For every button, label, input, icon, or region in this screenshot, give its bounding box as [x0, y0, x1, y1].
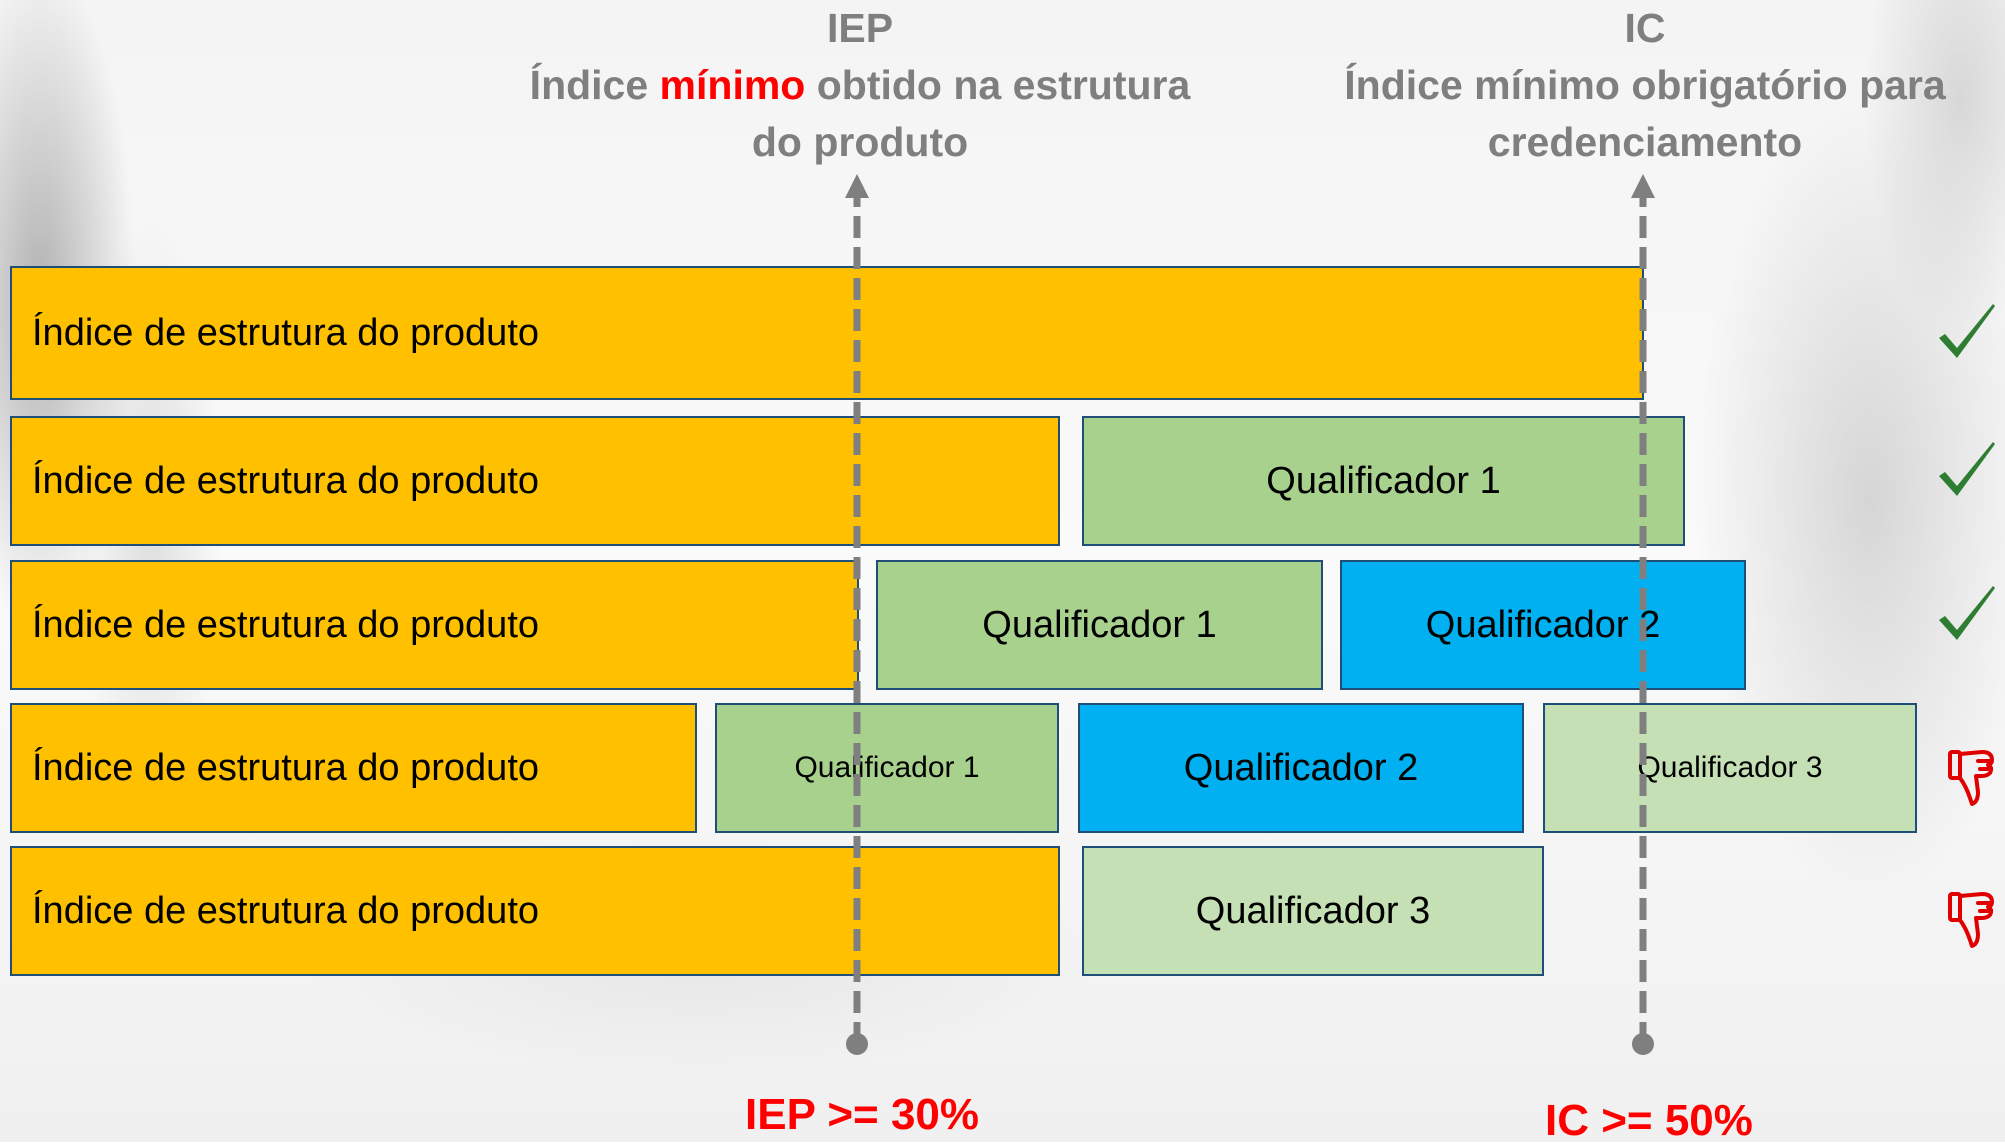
qualifier-2-box: Qualificador 2 [1078, 703, 1524, 833]
qualifier-1-box: Qualificador 1 [876, 560, 1323, 690]
ic-description-line2: credenciamento [1487, 119, 1803, 165]
iep-header: IEP Índice mínimo obtido na estrutura do… [520, 0, 1200, 171]
iep-title: IEP [826, 5, 894, 51]
qualifier-3-box: Qualificador 3 [1543, 703, 1917, 833]
ic-title: IC [1624, 5, 1666, 51]
check-icon [1939, 304, 1995, 358]
thumbs-down-icon [1948, 750, 1994, 806]
base-index-box: Índice de estrutura do produto [10, 846, 1060, 976]
thumbs-down-icon [1948, 892, 1994, 948]
iep-description: Índice mínimo obtido na estrutura [520, 57, 1200, 114]
iep-threshold-label: IEP >= 30% [745, 1090, 980, 1139]
iep-desc-highlight: mínimo [659, 62, 806, 108]
base-index-box: Índice de estrutura do produto [10, 266, 1644, 400]
ic-threshold-label: IC >= 50% [1545, 1096, 1753, 1145]
ic-description-line1: Índice mínimo obrigatório para [1344, 62, 1946, 108]
base-index-box: Índice de estrutura do produto [10, 560, 859, 690]
check-icon [1939, 442, 1995, 496]
qualifier-1-box: Qualificador 1 [1082, 416, 1685, 546]
qualifier-2-box: Qualificador 2 [1340, 560, 1746, 690]
check-icon [1939, 586, 1995, 640]
ic-header: IC Índice mínimo obrigatório para creden… [1300, 0, 1990, 171]
iep-desc-post: obtido na estrutura [805, 62, 1191, 108]
qualifier-3-box: Qualificador 3 [1082, 846, 1544, 976]
iep-desc-pre: Índice [529, 62, 660, 108]
qualifier-1-box: Qualificador 1 [715, 703, 1059, 833]
base-index-box: Índice de estrutura do produto [10, 416, 1060, 546]
base-index-box: Índice de estrutura do produto [10, 703, 697, 833]
iep-description-line2: do produto [751, 119, 969, 165]
